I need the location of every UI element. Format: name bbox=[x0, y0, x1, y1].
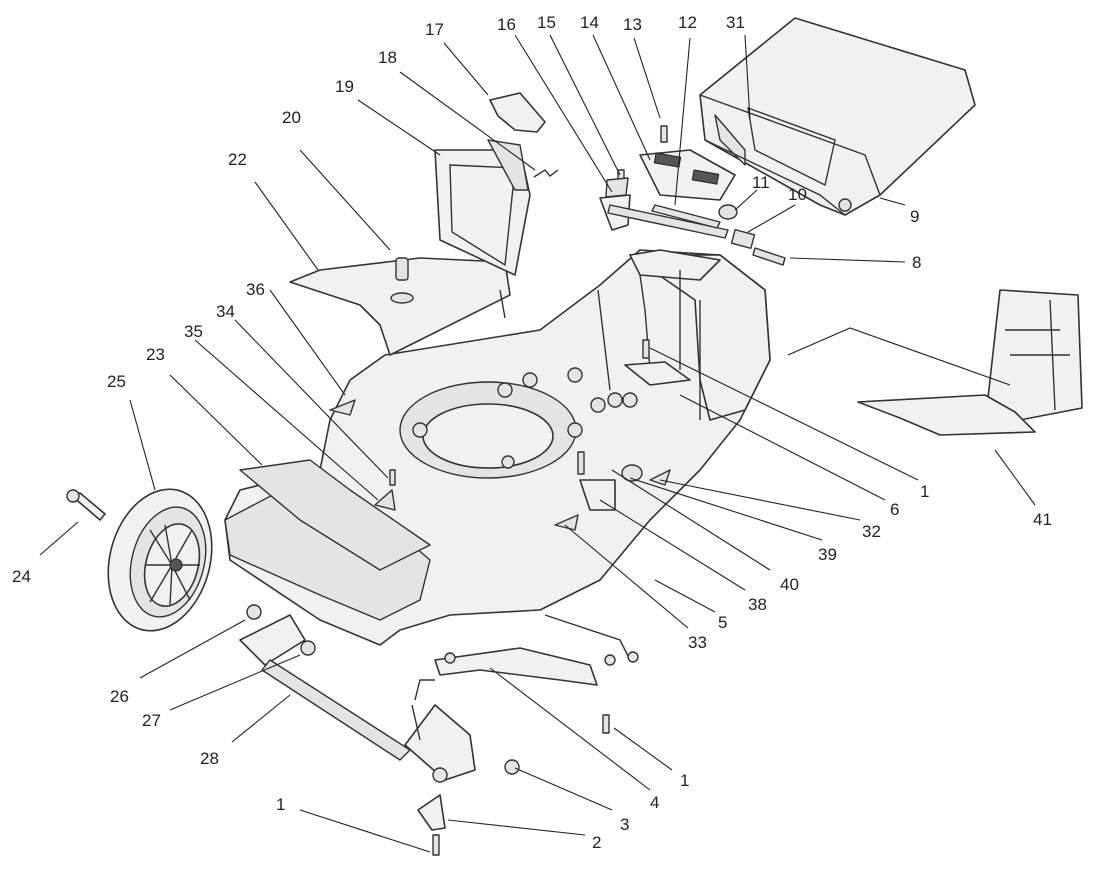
wheel bbox=[107, 488, 213, 632]
small-screws bbox=[389, 451, 643, 511]
callout-1-bottom: 1 bbox=[276, 795, 285, 814]
callout-6: 6 bbox=[890, 500, 899, 519]
discharge-deflector bbox=[857, 289, 1083, 436]
callout-24: 24 bbox=[12, 567, 31, 586]
callout-1-right: 1 bbox=[920, 482, 929, 501]
height-adjuster bbox=[239, 604, 520, 856]
callout-15: 15 bbox=[537, 13, 556, 32]
knob bbox=[489, 92, 546, 133]
callout-31: 31 bbox=[726, 13, 745, 32]
callout-35: 35 bbox=[184, 322, 203, 341]
callout-13: 13 bbox=[623, 15, 642, 34]
baffle bbox=[434, 614, 639, 734]
callout-12: 12 bbox=[678, 13, 697, 32]
callout-3: 3 bbox=[620, 815, 629, 834]
callout-18: 18 bbox=[378, 48, 397, 67]
callout-32: 32 bbox=[862, 522, 881, 541]
callout-26: 26 bbox=[110, 687, 129, 706]
callout-1-mid: 1 bbox=[680, 771, 689, 790]
callout-40: 40 bbox=[780, 575, 799, 594]
callout-14: 14 bbox=[580, 13, 599, 32]
callout-16: 16 bbox=[497, 15, 516, 34]
callout-5: 5 bbox=[718, 613, 727, 632]
callout-9: 9 bbox=[910, 207, 919, 226]
callout-41: 41 bbox=[1033, 510, 1052, 529]
callout-27: 27 bbox=[142, 711, 161, 730]
callout-33: 33 bbox=[688, 633, 707, 652]
leader-lines bbox=[39, 34, 1036, 853]
spring bbox=[533, 169, 559, 178]
callout-20: 20 bbox=[282, 108, 301, 127]
callout-36: 36 bbox=[246, 280, 265, 299]
callout-38: 38 bbox=[748, 595, 767, 614]
callout-39: 39 bbox=[818, 545, 837, 564]
screw-top bbox=[642, 339, 650, 359]
callout-10: 10 bbox=[788, 185, 807, 204]
callout-labels: 17 18 19 20 22 16 15 14 13 12 31 11 10 9… bbox=[12, 13, 1052, 852]
callout-11: 11 bbox=[752, 173, 770, 192]
mower-housing bbox=[224, 249, 771, 646]
callout-19: 19 bbox=[335, 77, 354, 96]
grass-bag bbox=[699, 17, 976, 216]
callout-22: 22 bbox=[228, 150, 247, 169]
rear-panel bbox=[289, 257, 511, 356]
callout-2: 2 bbox=[592, 833, 601, 852]
callout-34: 34 bbox=[216, 302, 235, 321]
axle-bolt bbox=[66, 489, 106, 521]
callout-23: 23 bbox=[146, 345, 165, 364]
handle-bracket-assembly bbox=[599, 125, 786, 386]
callout-4: 4 bbox=[650, 793, 659, 812]
callout-28: 28 bbox=[200, 749, 219, 768]
callout-25: 25 bbox=[107, 372, 126, 391]
callout-17: 17 bbox=[425, 20, 444, 39]
rear-door bbox=[434, 139, 531, 276]
callout-8: 8 bbox=[912, 253, 921, 272]
